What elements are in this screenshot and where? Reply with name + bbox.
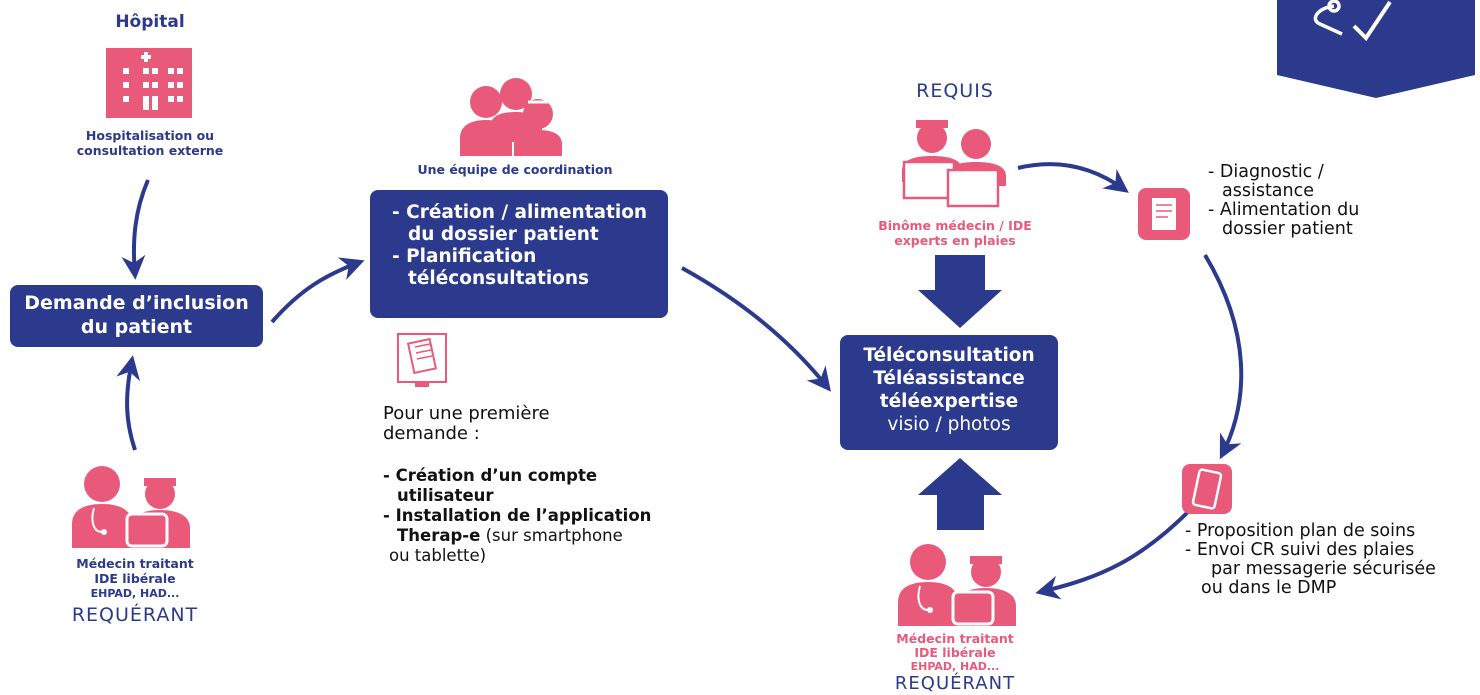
first-request-steps: - Création d’un compte utilisateur - Ins… [383, 466, 652, 565]
notepad-icon [1138, 188, 1190, 240]
requis-label: Binôme médecin / IDE experts en plaies [878, 218, 1032, 248]
requis-role: REQUIS [916, 80, 994, 102]
arrow-diagnostic-to-phone [1203, 253, 1244, 460]
doctors-monitors-icon [902, 120, 1006, 208]
requerant-bottom-label: Médecin traitant IDE libérale EHPAD, HAD… [896, 631, 1014, 674]
arrow-coordination-to-center [681, 266, 831, 392]
coordination-team-icon [460, 78, 562, 156]
inclusion-request-box: Demande d’inclusion du patient [10, 285, 263, 347]
doctor-nurse-tablet-icon [72, 466, 190, 548]
requerant-bottom-role: REQUÉRANT [894, 673, 1016, 694]
arrow-inclusion-to-coordination [270, 257, 365, 324]
hospital-subtitle: Hospitalisation ou consultation externe [76, 128, 224, 158]
arrow-requis-to-diagnostic [1017, 162, 1129, 193]
badge-logo-icon [1277, 0, 1475, 98]
requerant-left-label: Médecin traitant IDE libérale EHPAD, HAD… [76, 556, 194, 600]
arrow-phone-to-requerant [1035, 508, 1192, 600]
hospital-icon [106, 48, 192, 118]
coordination-team-label: Une équipe de coordination [417, 162, 613, 177]
proposition-text: - Proposition plan de soins - Envoi CR s… [1185, 521, 1436, 598]
hospital-title: Hôpital [115, 12, 185, 32]
block-arrow-down [918, 255, 1002, 328]
teleconsultation-box: Téléconsultation Téléassistance téléexpe… [840, 335, 1058, 450]
smartphone-icon [1182, 464, 1232, 514]
diagnostic-text: - Diagnostic / assistance - Alimentation… [1208, 162, 1360, 239]
requerant-left-role: REQUÉRANT [71, 604, 199, 626]
notepad-monitor-icon [397, 333, 447, 387]
doctor-nurse-tablet-icon [898, 544, 1016, 626]
arrow-hospital-to-inclusion [121, 179, 150, 280]
arrow-requerant-to-inclusion [116, 355, 141, 451]
coordination-box: - Création / alimentation du dossier pat… [370, 190, 668, 318]
block-arrow-up [918, 458, 1002, 530]
first-request-intro: Pour une première demande : [383, 403, 550, 444]
